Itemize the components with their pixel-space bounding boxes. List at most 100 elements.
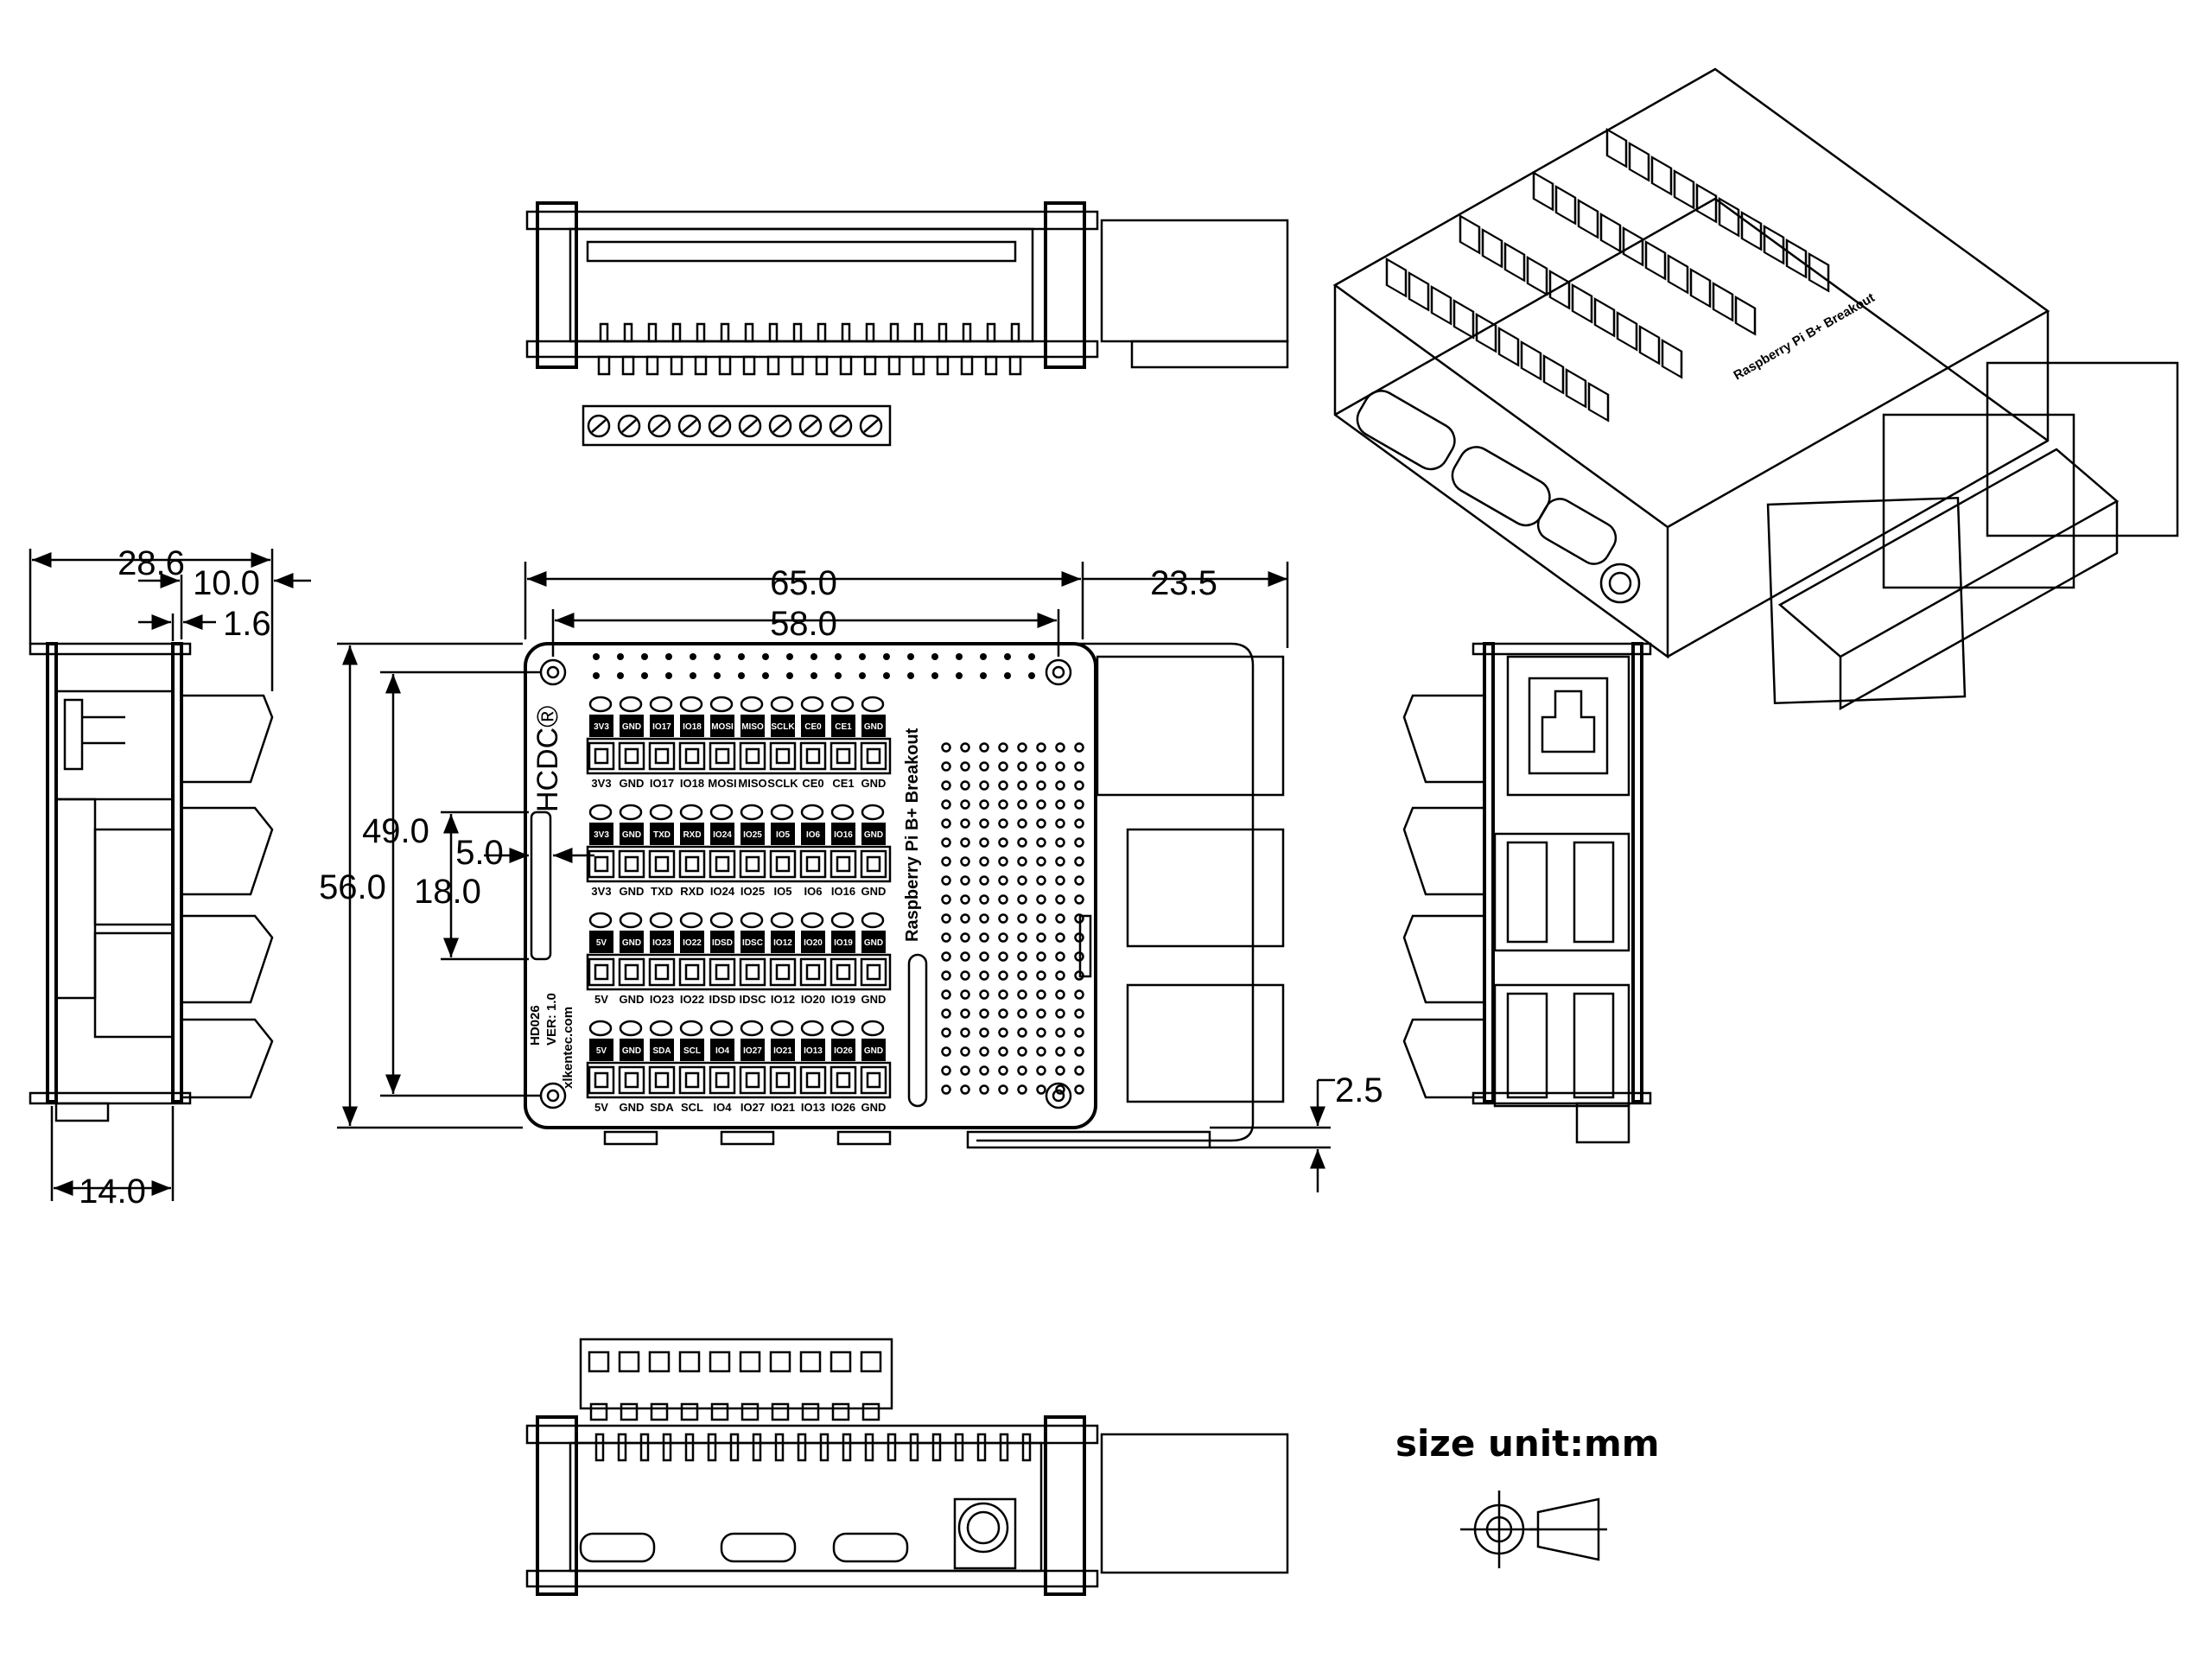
dimension-lines: 65.0 58.0 23.5 56.0 49.0 18.0 5.0 xyxy=(29,544,1383,1211)
header-pin xyxy=(645,355,659,376)
dim-overhang: 23.5 xyxy=(1150,564,1217,602)
proto-hole xyxy=(1055,856,1065,867)
proto-hole xyxy=(941,913,951,924)
proto-hole xyxy=(1074,799,1084,810)
header-pin xyxy=(962,322,972,343)
proto-dot xyxy=(859,653,866,660)
proto-hole xyxy=(941,1046,951,1057)
isometric-view: Raspberry Pi B+ Breakout xyxy=(1332,67,2179,711)
proto-dot xyxy=(786,653,793,660)
proto-hole xyxy=(941,1065,951,1076)
terminal-top-label: IO26 xyxy=(834,1046,853,1056)
proto-hole xyxy=(960,1046,970,1057)
screw xyxy=(677,414,702,438)
proto-hole xyxy=(941,875,951,886)
proto-hole xyxy=(979,799,989,810)
proto-hole xyxy=(1017,856,1027,867)
brand-label: HCDC® xyxy=(531,706,564,812)
proto-hole xyxy=(941,951,951,962)
proto-hole xyxy=(941,894,951,905)
proto-hole xyxy=(1074,913,1084,924)
terminal-foot xyxy=(650,1402,669,1421)
terminal-top-label: IDSD xyxy=(712,938,733,948)
proto-hole xyxy=(1036,1027,1046,1038)
terminal-top-label: IO24 xyxy=(713,830,732,840)
terminal-foot xyxy=(801,1402,820,1421)
version-label: VER: 1.0 xyxy=(544,993,559,1046)
model-label: HD026 xyxy=(528,1005,543,1046)
proto-hole xyxy=(979,761,989,772)
proto-hole xyxy=(998,818,1008,829)
terminal-box xyxy=(860,1351,882,1373)
header-pin xyxy=(774,1433,785,1462)
proto-hole xyxy=(998,742,1008,753)
header-pin xyxy=(889,322,899,343)
header-pin xyxy=(718,355,732,376)
terminal-top-label: IO22 xyxy=(683,938,702,948)
terminal-top-label: IO6 xyxy=(806,830,821,840)
proto-dot xyxy=(738,653,745,660)
header-pin xyxy=(621,355,635,376)
iso-terminal xyxy=(1734,296,1757,336)
iso-terminal xyxy=(1587,382,1610,423)
terminal-top-label: IO4 xyxy=(715,1046,730,1056)
proto-hole xyxy=(979,856,989,867)
proto-hole xyxy=(960,1008,970,1019)
bottom-view xyxy=(525,1338,1289,1596)
proto-hole xyxy=(1074,761,1084,772)
proto-hole xyxy=(998,761,1008,772)
proto-hole xyxy=(979,913,989,924)
proto-hole xyxy=(1074,1008,1084,1019)
proto-hole xyxy=(1036,970,1046,981)
terminal-foot xyxy=(741,1402,760,1421)
header-pin xyxy=(1010,322,1020,343)
proto-hole xyxy=(1017,1046,1027,1057)
proto-hole xyxy=(941,761,951,772)
terminal-pin-label: GND xyxy=(861,1101,887,1114)
iso-terminal xyxy=(1622,226,1644,267)
proto-hole xyxy=(1017,913,1027,924)
projection-symbol xyxy=(1536,1497,1600,1561)
terminal-top-label: IO16 xyxy=(834,830,853,840)
terminal-pin-label: IO13 xyxy=(801,1101,825,1114)
proto-hole xyxy=(960,913,970,924)
proto-hole xyxy=(1017,989,1027,1000)
terminal-top-label: IO19 xyxy=(834,938,853,948)
iso-terminal xyxy=(1808,252,1830,293)
proto-hole xyxy=(1074,875,1084,886)
proto-hole xyxy=(1074,951,1084,962)
terminal-pin-label: GND xyxy=(620,885,645,898)
header-pin xyxy=(841,322,851,343)
terminal-top-label: 3V3 xyxy=(594,830,609,840)
proto-dot xyxy=(714,672,721,679)
proto-hole xyxy=(960,951,970,962)
header-pin xyxy=(936,355,950,376)
iso-terminal xyxy=(1520,340,1542,381)
proto-hole xyxy=(960,1084,970,1095)
iso-terminal xyxy=(1481,228,1503,269)
terminal-pin-label: IO16 xyxy=(831,885,855,898)
proto-hole xyxy=(998,989,1008,1000)
terminal-top-label: GND xyxy=(864,722,883,732)
proto-hole xyxy=(941,780,951,791)
website-label: xlkentec.com xyxy=(561,1007,575,1089)
proto-hole xyxy=(979,1046,989,1057)
terminal-pin-label: IO22 xyxy=(680,993,704,1006)
unit-note: size unit:mm xyxy=(1395,1422,1660,1465)
header-pin xyxy=(752,1433,762,1462)
header-pin xyxy=(954,1433,964,1462)
screw xyxy=(708,414,732,438)
iso-terminal xyxy=(1638,325,1661,365)
iso-terminal xyxy=(1532,171,1554,212)
proto-dot xyxy=(593,653,600,660)
dim-width: 65.0 xyxy=(770,564,837,602)
